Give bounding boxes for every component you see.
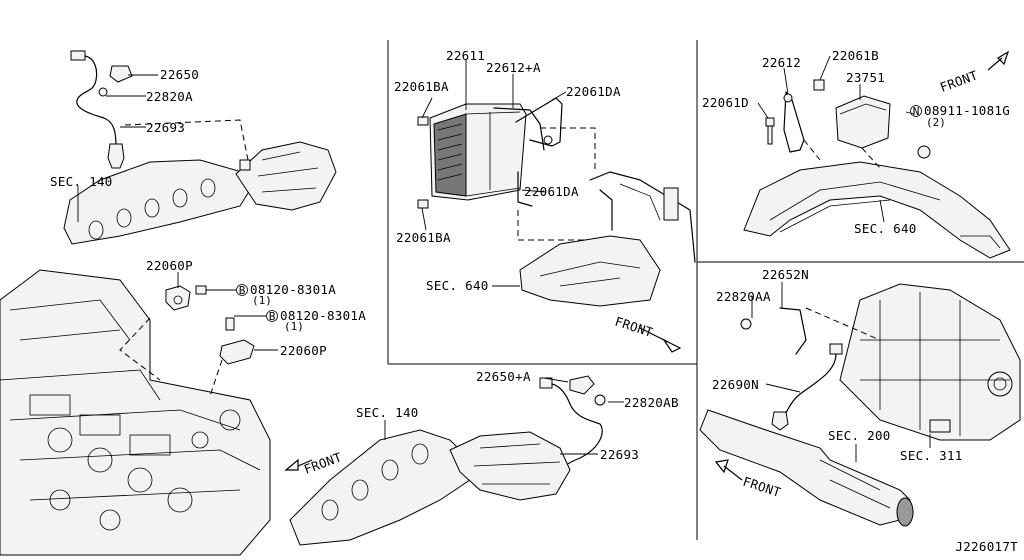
bolt-22820A [98,87,108,97]
sensor-22690N [740,307,843,431]
label-front-br: FRONT [741,474,783,500]
label-22060P-a: 22060P [146,258,193,273]
front-arrow-br [714,459,743,481]
label-22652N: 22652N [762,267,809,282]
oxygen-sensor-22693 [107,143,125,169]
label-22060P-b: 22060P [280,343,327,358]
leader-dash-knock [119,317,161,381]
label-sec311: SEC. 311 [900,448,963,463]
transmission-assembly [839,283,1021,441]
label-sec640-mid: SEC. 640 [426,278,489,293]
exhaust-pipe-sec200 [699,409,914,527]
upper-left-sensor-assembly [70,50,133,169]
label-sec140-top: SEC. 140 [50,174,113,189]
label-front-bl: FRONT [302,449,344,477]
circled-b-text-2: B [269,310,276,323]
label-22061DA-b: 22061DA [524,184,579,199]
label-22061BA-b: 22061BA [396,230,451,245]
sensor-connector [70,50,86,61]
label-qty-b: (1) [284,320,304,333]
knock-sensor-upper [165,285,207,311]
knock-sensor-lower [219,317,255,365]
label-front-mid: FRONT [613,314,655,340]
panel-frames [387,40,1024,540]
circled-n-text: N [913,105,920,118]
circled-b-marker-2 [266,310,278,322]
label-sec140-bot: SEC. 140 [356,405,419,420]
front-arrow-bl [284,458,313,471]
exhaust-manifold-upper [63,141,337,245]
diagram-id: J226017T [955,539,1018,554]
label-23751: 23751 [846,70,885,85]
label-22690N: 22690N [712,377,759,392]
label-08120-b: 08120-8301A [280,308,366,323]
body-panel-sec640-mid [519,171,696,307]
leader-dash-ul [124,119,249,161]
exhaust-manifold-lower [289,429,571,546]
sensor-bracket-22650 [109,65,133,83]
label-22611: 22611 [446,48,485,63]
circled-n-marker [910,105,922,117]
label-22650A: 22650+A [476,369,531,384]
leader-lines [77,55,931,462]
label-22693-bot: 22693 [600,447,639,462]
ecm-assembly [417,97,563,209]
label-qty-c: (2) [926,116,946,129]
label-08120-a: 08120-8301A [250,282,336,297]
label-22612: 22612 [762,55,801,70]
label-sec640-tr: SEC. 640 [854,221,917,236]
label-22061DA-a: 22061DA [566,84,621,99]
label-22820A: 22820A [146,89,193,104]
label-22820AA: 22820AA [716,289,771,304]
upper-right-module [743,79,1011,259]
front-arrow-tr [987,50,1010,71]
front-arrow-mid [639,327,682,353]
label-front-tr: FRONT [938,67,980,95]
circled-b-marker-1 [236,284,248,296]
label-22061B: 22061B [832,48,879,63]
label-sec200: SEC. 200 [828,428,891,443]
engine-block [0,269,271,556]
label-22820AB: 22820AB [624,395,679,410]
label-22612A: 22612+A [486,60,541,75]
label-22650: 22650 [160,67,199,82]
label-22693-top: 22693 [146,120,185,135]
circled-b-text-1: B [239,284,246,297]
label-22061BA-a: 22061BA [394,79,449,94]
sensor-wire [76,55,117,147]
label-08911: 08911-1081G [924,103,1010,118]
label-22061D: 22061D [702,95,749,110]
label-qty-a: (1) [252,294,272,307]
